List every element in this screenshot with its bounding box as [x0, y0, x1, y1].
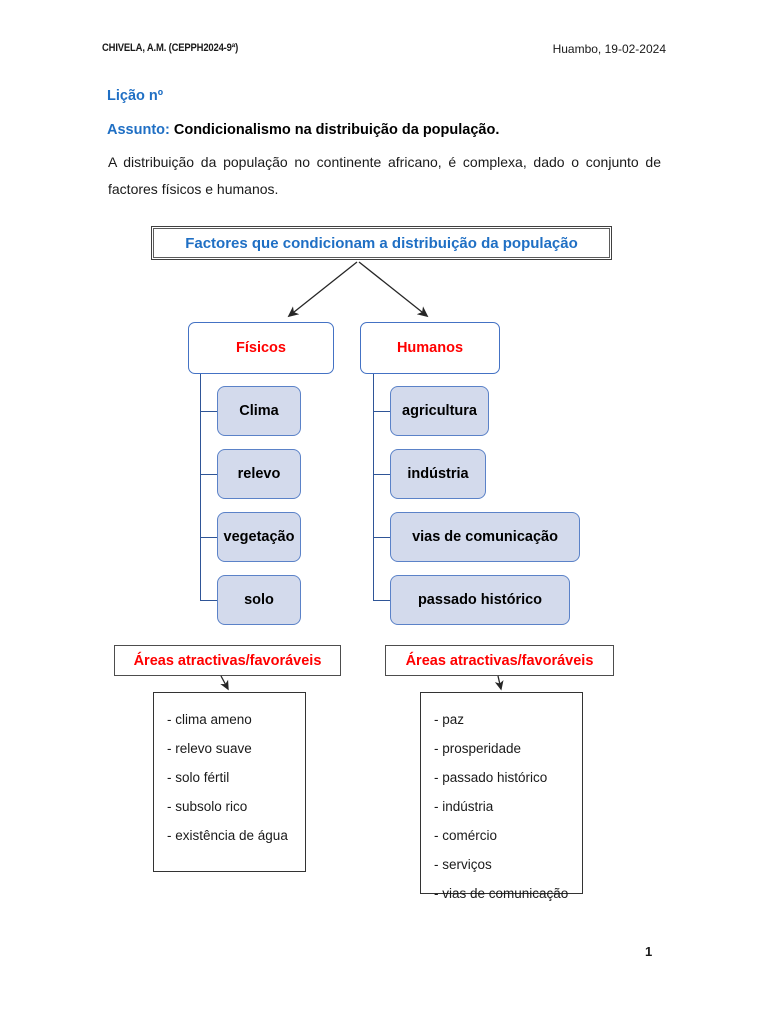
list-item: - paz: [434, 712, 465, 727]
author-code: CHIVELA, A.M. (CEPPH2024-9ª): [102, 42, 239, 54]
intro-paragraph: A distribuição da população no continent…: [108, 154, 661, 197]
connector-stub-agricultura: [373, 411, 391, 412]
list-item: - vias de comunicação: [434, 886, 569, 901]
list-item: - solo fértil: [167, 770, 230, 785]
list-item: - subsolo rico: [167, 799, 248, 814]
branch-box-humanos: Humanos: [360, 322, 500, 374]
branch-box-fisicos: Físicos: [188, 322, 334, 374]
connector-stub-solo: [200, 600, 218, 601]
list-item: - passado histórico: [434, 770, 548, 785]
list-item: - clima ameno: [167, 712, 252, 727]
leaf-box-passado-historico: passado histórico: [390, 575, 570, 625]
leaf-box-industria: indústria: [390, 449, 486, 499]
connector-stub-vias: [373, 537, 391, 538]
diagram-root-box: Factores que condicionam a distribuição …: [151, 226, 612, 260]
leaf-box-agricultura: agricultura: [390, 386, 489, 436]
connector-stub-passado: [373, 600, 391, 601]
list-item: - comércio: [434, 828, 498, 843]
connector-stub-clima: [200, 411, 218, 412]
leaf-box-solo: solo: [217, 575, 301, 625]
leaf-box-vias-de-comunicacao: vias de comunicação: [390, 512, 580, 562]
place-date: Huambo, 19-02-2024: [552, 42, 666, 56]
leaf-box-relevo: relevo: [217, 449, 301, 499]
list-item: - prosperidade: [434, 741, 522, 756]
list-item: - indústria: [434, 799, 494, 814]
connector-trunk-fisicos: [200, 374, 201, 600]
list-item: - serviços: [434, 857, 492, 872]
licao-heading: Lição nº: [107, 88, 164, 104]
assunto-value: Condicionalismo na distribuição da popul…: [173, 122, 500, 138]
assunto-heading: Assunto: Condicionalismo na distribuição…: [107, 122, 499, 138]
running-head: CHIVELA, A.M. (CEPPH2024-9ª) Huambo, 19-…: [102, 42, 666, 60]
assunto-label: Assunto:: [107, 122, 170, 138]
list-item: - existência de água: [167, 828, 288, 843]
list-item: - relevo suave: [167, 741, 252, 756]
areas-list-right: - paz - prosperidade - passado histórico…: [420, 692, 583, 901]
leaf-box-clima: Clima: [217, 386, 301, 436]
areas-list-left: - clima ameno - relevo suave - solo fért…: [153, 692, 306, 872]
areas-header-left: Áreas atractivas/favoráveis: [114, 645, 341, 676]
page-number: 1: [645, 944, 653, 959]
leaf-box-vegetacao: vegetação: [217, 512, 301, 562]
connector-stub-relevo: [200, 474, 218, 475]
connector-stub-vegetacao: [200, 537, 218, 538]
areas-header-right: Áreas atractivas/favoráveis: [385, 645, 614, 676]
connector-stub-industria: [373, 474, 391, 475]
connector-trunk-humanos: [373, 374, 374, 600]
